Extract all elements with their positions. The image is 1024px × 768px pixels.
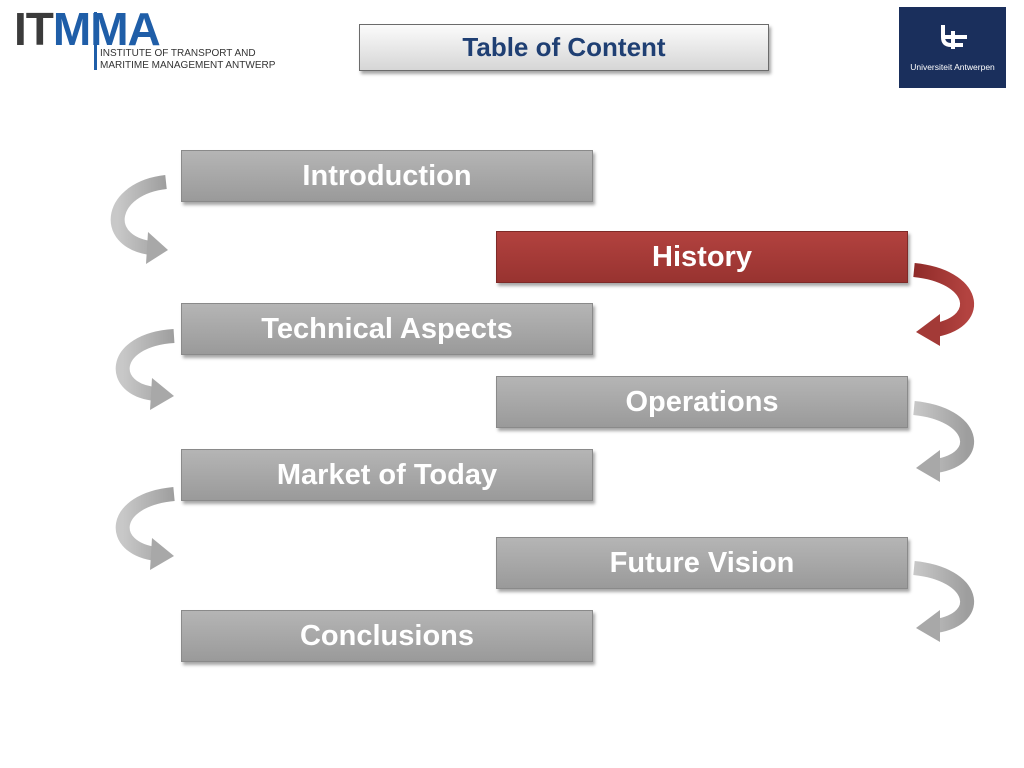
arrow-right-1-icon <box>913 263 974 346</box>
section-conclusions[interactable]: Conclusions <box>181 610 593 662</box>
section-label: Market of Today <box>276 458 498 491</box>
section-label: Future Vision <box>609 546 795 579</box>
section-label: Conclusions <box>299 619 474 652</box>
itmma-logo-acronym-part1: IT <box>14 3 54 55</box>
itmma-logo-subtitle: INSTITUTE OF TRANSPORT AND MARITIME MANA… <box>100 48 275 72</box>
university-name: Universiteit Antwerpen <box>910 62 995 72</box>
itmma-logo-line2: MARITIME MANAGEMENT ANTWERP <box>100 60 276 71</box>
section-technical-aspects[interactable]: Technical Aspects <box>181 303 593 355</box>
section-history[interactable]: History <box>496 231 908 283</box>
arrow-left-3-icon <box>115 487 175 570</box>
itmma-logo-acronym-part2: MMA <box>52 3 161 55</box>
itmma-logo-line1: INSTITUTE OF TRANSPORT AND <box>100 48 256 59</box>
section-label: History <box>652 240 752 273</box>
arrow-right-3-icon <box>913 561 974 642</box>
arrow-left-1-icon <box>110 175 168 264</box>
page-title: Table of Content <box>462 32 666 62</box>
section-label: Introduction <box>302 159 472 192</box>
arrow-right-2-icon <box>913 401 974 482</box>
itmma-logo: ITMMA INSTITUTE OF TRANSPORT AND MARITIM… <box>14 6 284 76</box>
section-market-of-today[interactable]: Market of Today <box>181 449 593 501</box>
section-introduction[interactable]: Introduction <box>181 150 593 202</box>
itmma-logo-bar <box>94 12 97 70</box>
section-label: Technical Aspects <box>261 312 513 345</box>
page-title-box: Table of Content <box>359 24 769 71</box>
arrow-left-2-icon <box>115 329 175 410</box>
section-future-vision[interactable]: Future Vision <box>496 537 908 589</box>
itmma-logo-acronym: ITMMA <box>14 3 161 55</box>
university-emblem-icon <box>899 23 1006 58</box>
university-logo: Universiteit Antwerpen <box>899 7 1006 88</box>
section-operations[interactable]: Operations <box>496 376 908 428</box>
section-label: Operations <box>625 385 779 418</box>
